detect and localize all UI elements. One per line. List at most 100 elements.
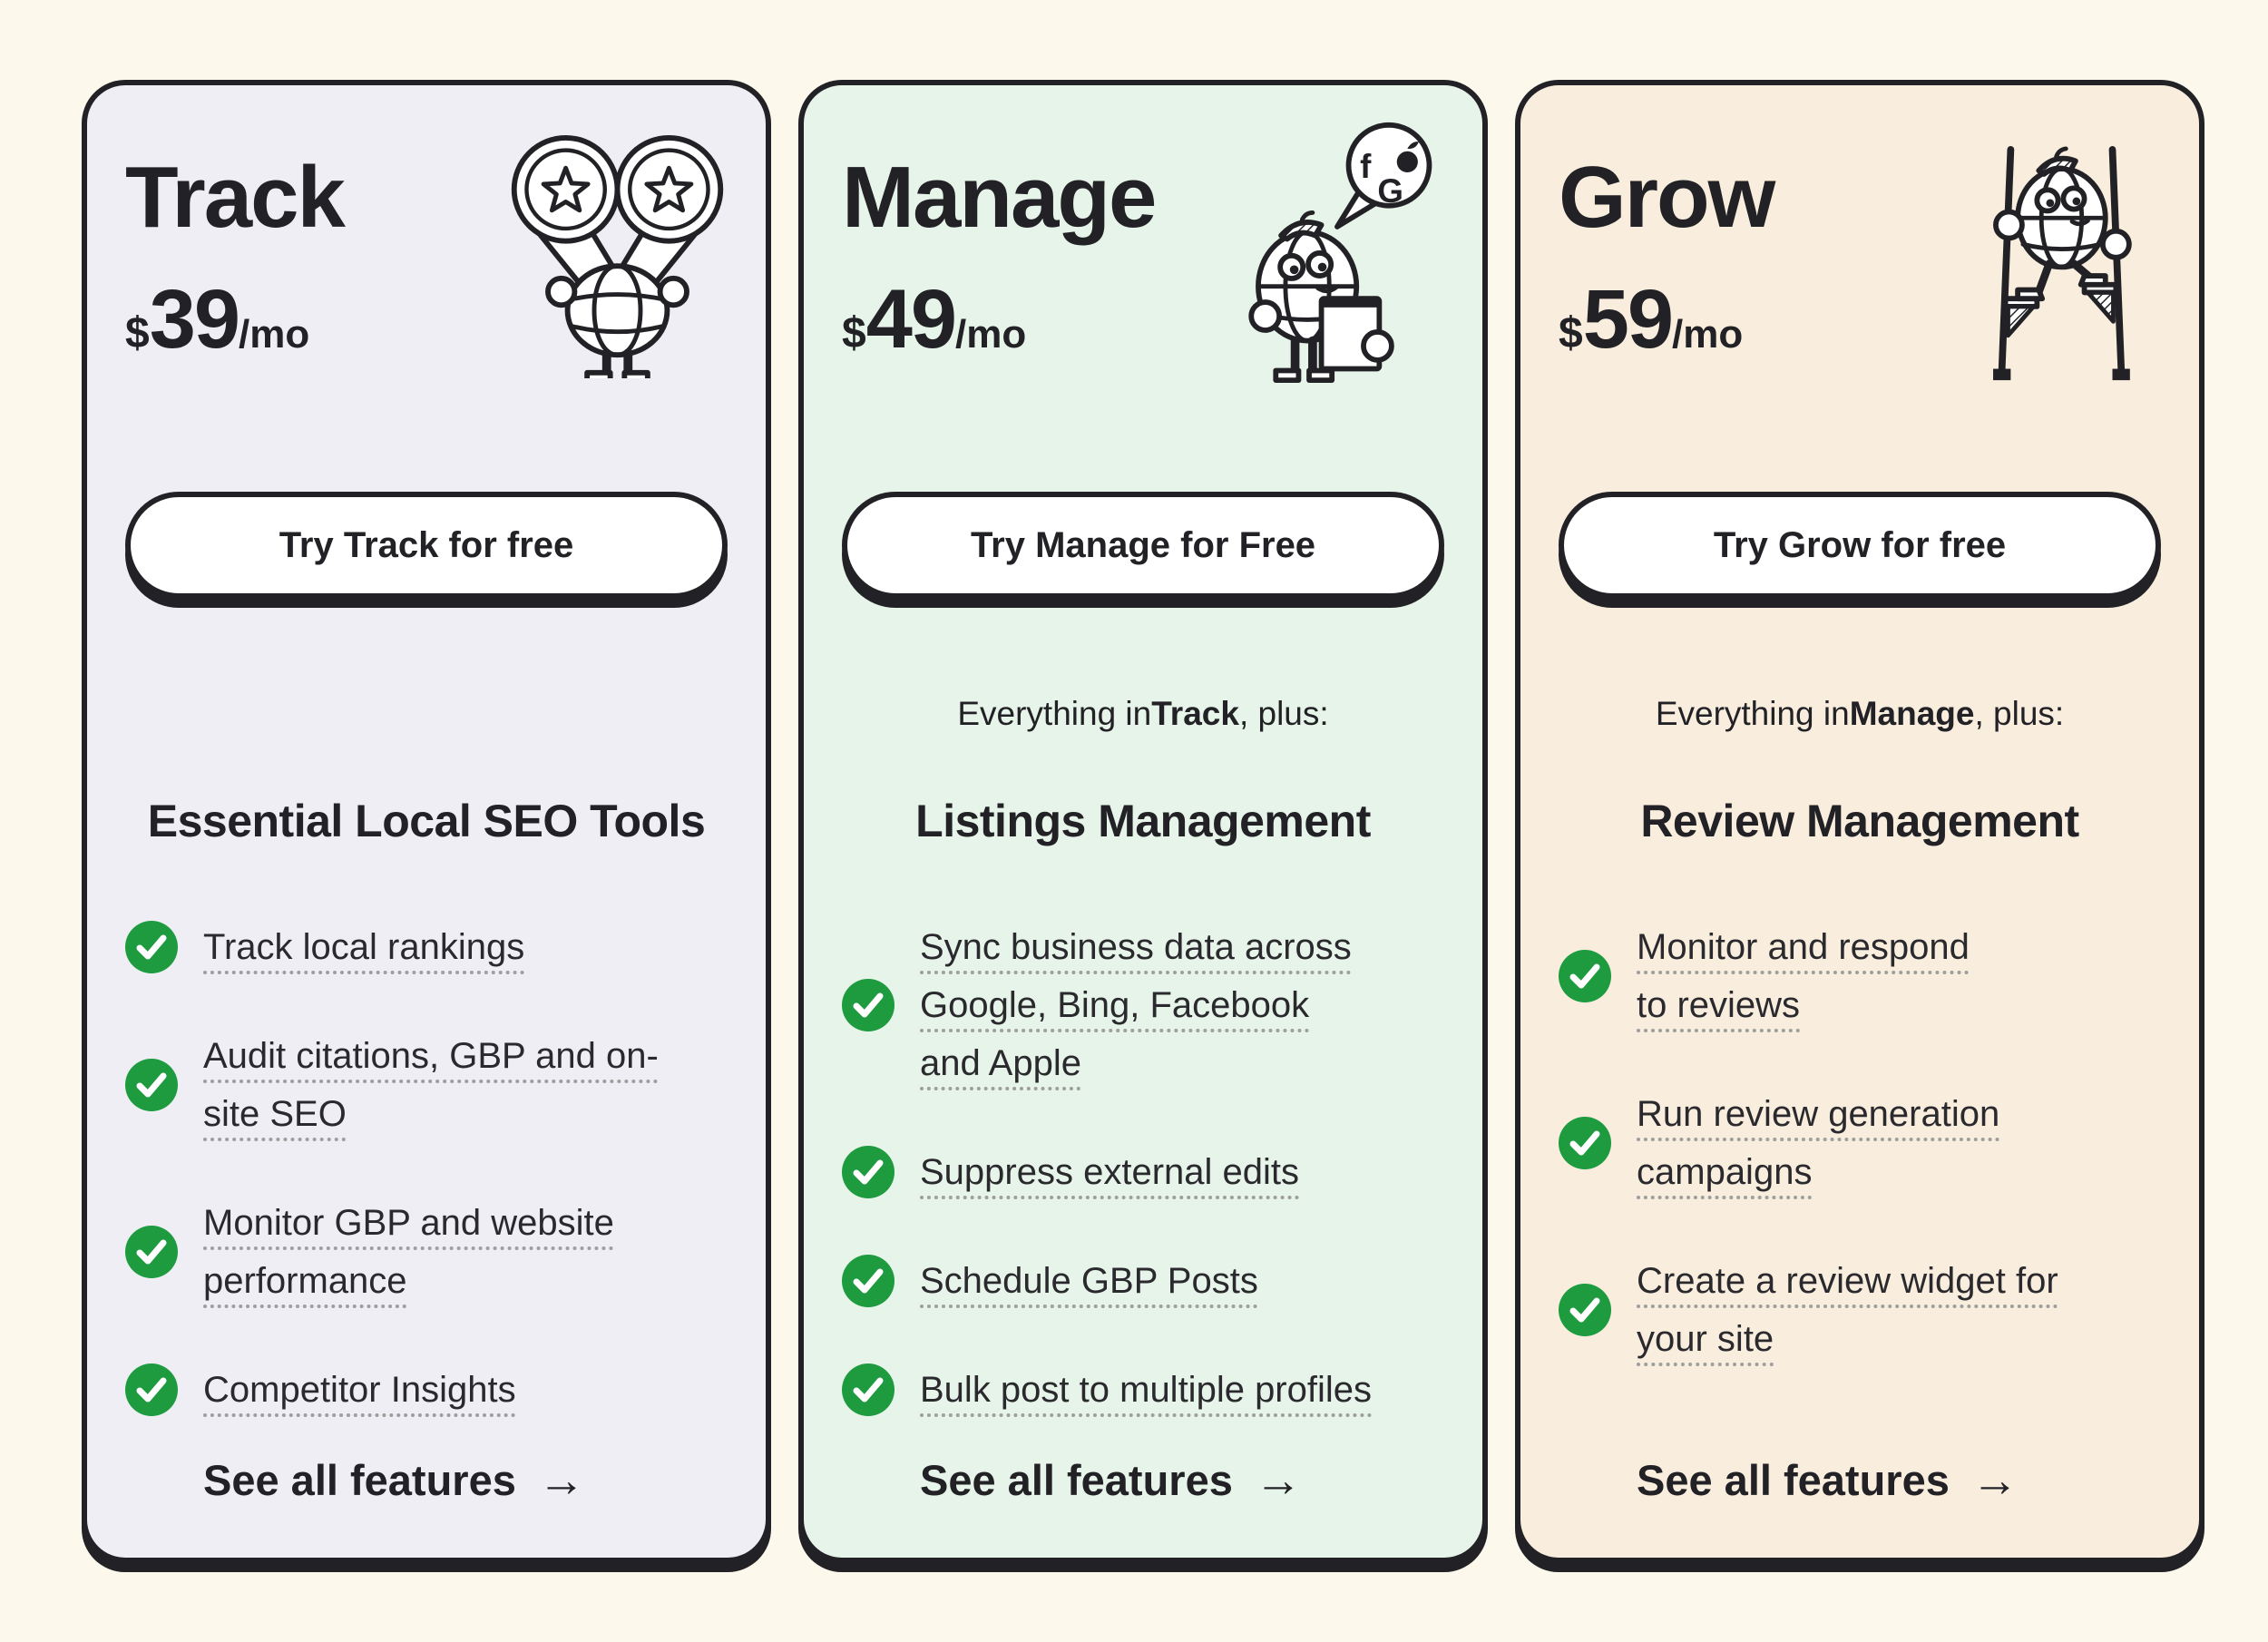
- pricing-cards: Track $ 39 /mo: [82, 80, 2204, 1563]
- stilt-brace-right: [2086, 290, 2116, 324]
- lens-right: [614, 134, 724, 244]
- price-currency: $: [125, 309, 150, 357]
- feature-item: Audit citations, GBP and on- site SEO: [125, 1027, 728, 1143]
- arm-left: [545, 275, 578, 308]
- feature-link[interactable]: Suppress external edits: [920, 1152, 1300, 1192]
- apple-logo-icon: [1396, 142, 1419, 172]
- feature-link[interactable]: Track local rankings: [203, 927, 525, 967]
- see-all-features-link[interactable]: See all features →: [125, 1455, 728, 1505]
- stilt-pole-left: [1998, 146, 2015, 373]
- plan-title: Manage: [842, 149, 1157, 246]
- note-suffix: , plus:: [1974, 695, 2065, 732]
- plan-price: $ 39 /mo: [125, 278, 728, 361]
- check-icon: [842, 1146, 894, 1198]
- check-icon: [1559, 1284, 1611, 1336]
- shoe-right: [2077, 273, 2108, 288]
- cap: [2036, 155, 2078, 177]
- check-icon: [842, 1255, 894, 1307]
- feature-link[interactable]: Audit citations, GBP and on- site SEO: [203, 1036, 659, 1134]
- arrow-right-icon: →: [1254, 1453, 1302, 1507]
- clipboard-mascot-illustration: f G: [1223, 120, 1450, 387]
- note-plan-name: Track: [1151, 695, 1239, 732]
- feature-item: Competitor Insights: [125, 1361, 728, 1419]
- feature-link[interactable]: Run review generation campaigns: [1637, 1094, 2000, 1192]
- feature-link[interactable]: Create a review widget for your site: [1637, 1261, 2058, 1359]
- see-all-features-link[interactable]: See all features →: [842, 1455, 1444, 1505]
- check-icon: [1559, 950, 1611, 1002]
- note-prefix: Everything in: [957, 695, 1152, 732]
- feature-item: Create a review widget for your site: [1559, 1252, 2161, 1368]
- see-all-label: See all features: [920, 1456, 1233, 1504]
- star-icon: [541, 165, 591, 213]
- section-title: Essential Local SEO Tools: [147, 796, 706, 846]
- feature-list: Track local rankings Audit citations, GB…: [125, 918, 728, 1419]
- feature-link[interactable]: Monitor and respond to reviews: [1637, 927, 1970, 1025]
- hand-right: [1361, 329, 1394, 363]
- smile: [1315, 285, 1339, 294]
- stilts-mascot-illustration: [1953, 120, 2166, 387]
- stilt-brace-left: [2006, 304, 2036, 338]
- check-icon: [125, 921, 178, 973]
- plan-note: [125, 646, 728, 782]
- feature-link[interactable]: Bulk post to multiple profiles: [920, 1370, 1373, 1410]
- check-icon: [125, 1226, 178, 1278]
- note-suffix: , plus:: [1238, 695, 1329, 732]
- try-track-button[interactable]: Try Track for free: [125, 492, 728, 599]
- hand-left: [1248, 299, 1283, 333]
- feature-link[interactable]: Monitor GBP and website performance: [203, 1203, 614, 1301]
- feature-item: Track local rankings: [125, 918, 728, 976]
- plan-price: $ 49 /mo: [842, 278, 1444, 361]
- lens-left: [511, 134, 621, 244]
- star-icon: [644, 165, 694, 213]
- plan-title: Track: [125, 149, 346, 246]
- section-title: Listings Management: [915, 796, 1371, 846]
- feature-list: Sync business data across Google, Bing, …: [842, 918, 1444, 1419]
- speech-bubble: [1345, 122, 1432, 209]
- check-icon: [125, 1059, 178, 1111]
- feature-item: Run review generation campaigns: [1559, 1085, 2161, 1201]
- plan-title: Grow: [1559, 149, 1775, 246]
- hand-left: [1993, 209, 2025, 241]
- binoculars-mascot-illustration: [502, 120, 733, 386]
- price-period: /mo: [239, 312, 310, 357]
- smile: [2069, 218, 2090, 227]
- plan-header-grow: Grow $ 59 /mo: [1559, 129, 2161, 492]
- check-icon: [125, 1363, 178, 1416]
- plan-card-grow: Grow $ 59 /mo: [1515, 80, 2204, 1563]
- check-icon: [842, 1363, 894, 1416]
- price-period: /mo: [955, 312, 1027, 357]
- plan-price: $ 59 /mo: [1559, 278, 2161, 361]
- arm-right: [657, 275, 689, 308]
- feature-link[interactable]: Schedule GBP Posts: [920, 1261, 1258, 1301]
- check-icon: [1559, 1117, 1611, 1169]
- cap: [1278, 220, 1325, 242]
- hand-right: [2099, 228, 2132, 260]
- plan-header-manage: Manage $ 49 /mo f: [842, 122, 1444, 492]
- feature-item: Bulk post to multiple profiles: [842, 1361, 1444, 1419]
- feature-link[interactable]: Competitor Insights: [203, 1370, 516, 1410]
- price-period: /mo: [1672, 312, 1744, 357]
- try-grow-button[interactable]: Try Grow for free: [1559, 492, 2161, 599]
- shoe-left: [2015, 287, 2046, 302]
- feature-item: Sync business data across Google, Bing, …: [842, 918, 1444, 1092]
- note-prefix: Everything in: [1655, 695, 1850, 732]
- feature-item: Monitor and respond to reviews: [1559, 918, 2161, 1034]
- see-all-features-link[interactable]: See all features →: [1559, 1455, 2161, 1505]
- plan-card-track: Track $ 39 /mo: [82, 80, 771, 1563]
- facebook-f-icon: f: [1360, 148, 1372, 185]
- boot-right: [621, 369, 650, 386]
- try-manage-button[interactable]: Try Manage for Free: [842, 492, 1444, 599]
- feature-link[interactable]: Sync business data across Google, Bing, …: [920, 927, 1352, 1083]
- see-all-label: See all features: [203, 1456, 516, 1504]
- price-currency: $: [842, 309, 866, 357]
- feature-item: Schedule GBP Posts: [842, 1252, 1444, 1310]
- price-amount: 59: [1582, 273, 1674, 366]
- plan-note: Everything in Manage, plus:: [1559, 646, 2161, 782]
- plan-card-manage: Manage $ 49 /mo f: [798, 80, 1488, 1563]
- price-currency: $: [1559, 309, 1583, 357]
- plan-note: Everything in Track, plus:: [842, 646, 1444, 782]
- see-all-label: See all features: [1637, 1456, 1950, 1504]
- google-g-icon: G: [1377, 172, 1403, 210]
- arrow-right-icon: →: [1970, 1453, 2019, 1507]
- feature-item: Suppress external edits: [842, 1143, 1444, 1201]
